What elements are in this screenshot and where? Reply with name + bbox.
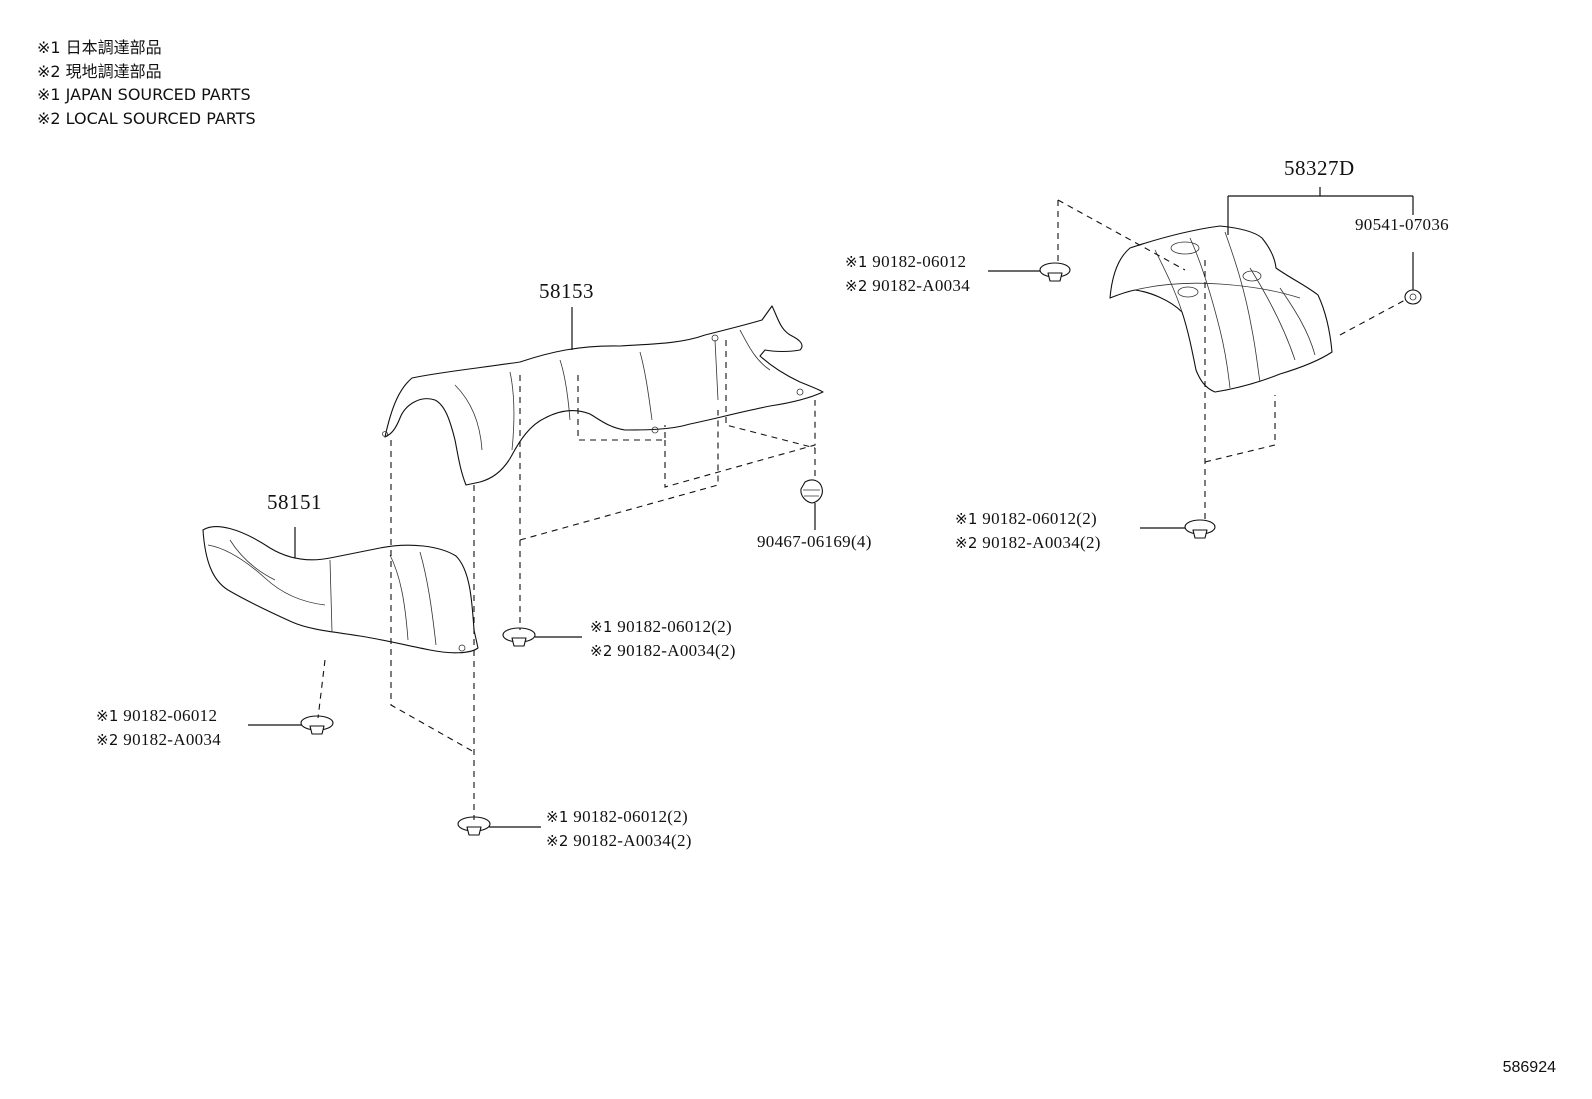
callout-mark: ※2: [546, 832, 569, 850]
part-number-link[interactable]: 90182-06012(2): [573, 807, 688, 826]
part-number-link[interactable]: 90182-A0034(2): [982, 533, 1101, 552]
dashed-assembly-lines: [317, 199, 1406, 820]
part-number-link[interactable]: 90182-06012(2): [617, 617, 732, 636]
fastener-shapes: [300, 262, 1422, 836]
callout-clip-bottom: ※1 90182-06012(2) ※2 90182-A0034(2): [546, 805, 692, 853]
callout-mark: ※2: [955, 534, 978, 552]
callout-clip-center: ※1 90182-06012(2) ※2 90182-A0034(2): [590, 615, 736, 663]
part-58151-shape: [202, 526, 479, 654]
callout-mark: ※2: [590, 642, 613, 660]
callout-mark: ※1: [845, 253, 868, 271]
part-label-58151[interactable]: 58151: [267, 490, 322, 514]
callout-mark: ※2: [96, 731, 119, 749]
part-number-link[interactable]: 90182-A0034: [123, 730, 222, 749]
part-label-58327D[interactable]: 58327D: [1284, 156, 1355, 180]
part-number-link[interactable]: 90182-06012: [123, 706, 218, 725]
callout-clip-rear-bottom: ※1 90182-06012(2) ※2 90182-A0034(2): [955, 507, 1101, 555]
callout-mark: ※1: [96, 707, 119, 725]
leader-lines: [248, 187, 1414, 828]
callout-mark: ※2: [845, 277, 868, 295]
callout-mark: ※1: [590, 618, 613, 636]
part-label-90467-06169[interactable]: 90467-06169(4): [757, 532, 872, 551]
legend-line-japan-en: ※1 JAPAN SOURCED PARTS: [37, 85, 251, 104]
callout-clip-rear-top: ※1 90182-06012 ※2 90182-A0034: [845, 250, 970, 298]
legend-line-local-en: ※2 LOCAL SOURCED PARTS: [37, 108, 256, 128]
callout-mark: ※1: [546, 808, 569, 826]
part-number-link[interactable]: 90182-06012(2): [982, 509, 1097, 528]
part-number-link[interactable]: 90182-A0034(2): [617, 641, 736, 660]
callout-mark: ※1: [955, 510, 978, 528]
illustration-id: 586924: [1502, 1059, 1556, 1076]
part-label-58153[interactable]: 58153: [539, 279, 594, 303]
part-number-link[interactable]: 90182-A0034(2): [573, 831, 692, 850]
part-58327D-shape: [1109, 225, 1333, 393]
sourcing-legend: ※1 日本調達部品 ※2 現地調達部品 ※1 JAPAN SOURCED PAR…: [37, 36, 256, 130]
part-label-90541-07036[interactable]: 90541-07036: [1355, 215, 1449, 234]
part-58153-shape: [382, 305, 824, 486]
legend-line-local-jp: ※2 現地調達部品: [37, 61, 162, 81]
legend-line-japan-jp: ※1 日本調達部品: [37, 38, 162, 57]
callout-clip-58151: ※1 90182-06012 ※2 90182-A0034: [96, 704, 221, 752]
part-number-link[interactable]: 90182-06012: [872, 252, 967, 271]
part-number-link[interactable]: 90182-A0034: [872, 276, 971, 295]
